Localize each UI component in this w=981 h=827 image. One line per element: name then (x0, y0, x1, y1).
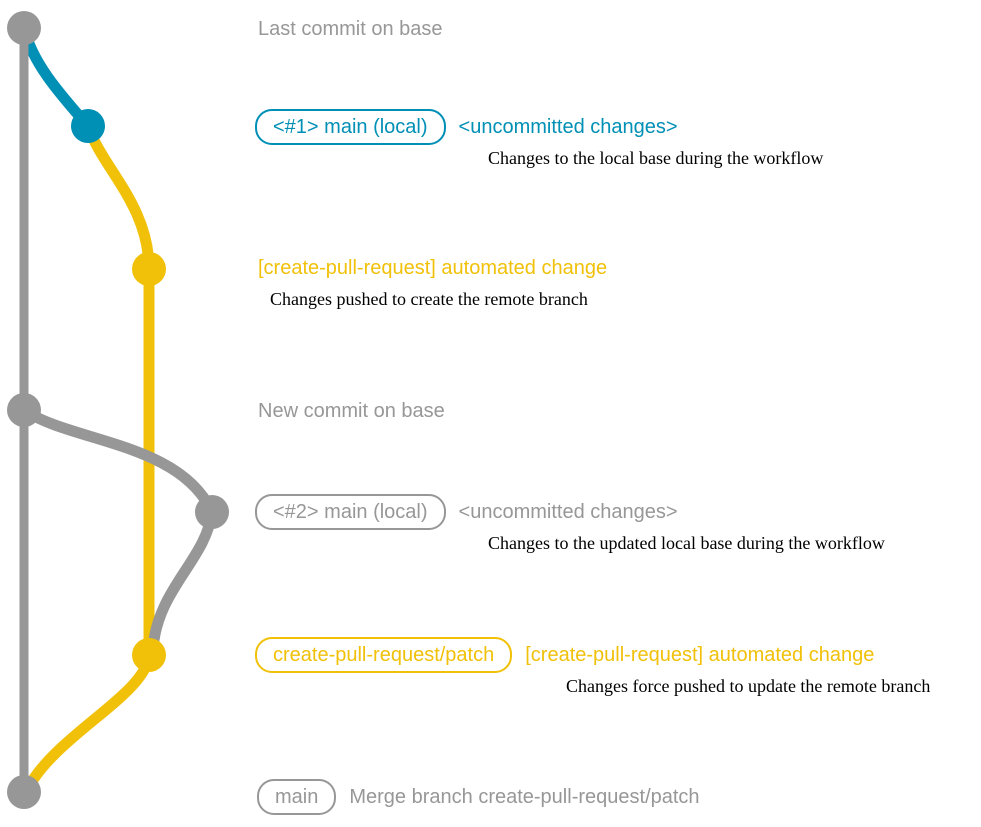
branch-curve-main-local-1 (18, 22, 94, 132)
row-uncommitted-changes-1: <#1> main (local) <uncommitted changes> (255, 109, 678, 145)
commit-message-uncommitted-changes-2: <uncommitted changes> (458, 500, 678, 523)
commit-message-new-commit-on-base: New commit on base (258, 400, 445, 422)
row-merge-commit: main Merge branch create-pull-request/pa… (257, 779, 700, 815)
caption-automated-change-1: Changes pushed to create the remote bran… (270, 289, 588, 309)
commit-dot-automated-change-1 (132, 252, 166, 286)
branch-curve-main-local-2-out (18, 404, 218, 518)
commit-dot-uncommitted-changes-2 (195, 495, 229, 529)
branch-curve-main-local-2-in (147, 506, 218, 654)
branch-badge-main-local-1: <#1> main (local) (255, 109, 446, 145)
branch-badge-main-local-2: <#2> main (local) (255, 494, 446, 530)
commit-dot-uncommitted-changes-1 (71, 109, 105, 143)
commit-graph (7, 11, 229, 809)
commit-message-last-commit-on-base: Last commit on base (258, 18, 443, 40)
commit-dot-automated-change-2 (132, 638, 166, 672)
row-automated-change-2: create-pull-request/patch [create-pull-r… (255, 637, 874, 673)
commit-message-merge-commit: Merge branch create-pull-request/patch (349, 785, 700, 808)
commit-message-uncommitted-changes-1: <uncommitted changes> (458, 115, 678, 138)
branch-curve-create-pull-request-patch (21, 120, 155, 796)
commit-dot-last-commit-on-base (7, 11, 41, 45)
commit-dot-merge-commit (7, 775, 41, 809)
row-uncommitted-changes-2: <#2> main (local) <uncommitted changes> (255, 494, 678, 530)
commit-dot-new-commit-on-base (7, 393, 41, 427)
caption-uncommitted-changes-1: Changes to the local base during the wor… (488, 148, 824, 168)
branch-badge-main: main (257, 779, 337, 815)
branch-badge-create-pull-request-patch: create-pull-request/patch (255, 637, 513, 673)
commit-message-automated-change-2: [create-pull-request] automated change (525, 643, 875, 666)
caption-uncommitted-changes-2: Changes to the updated local base during… (488, 533, 885, 553)
caption-automated-change-2: Changes force pushed to update the remot… (566, 676, 931, 696)
commit-message-automated-change-1: [create-pull-request] automated change (258, 257, 608, 279)
